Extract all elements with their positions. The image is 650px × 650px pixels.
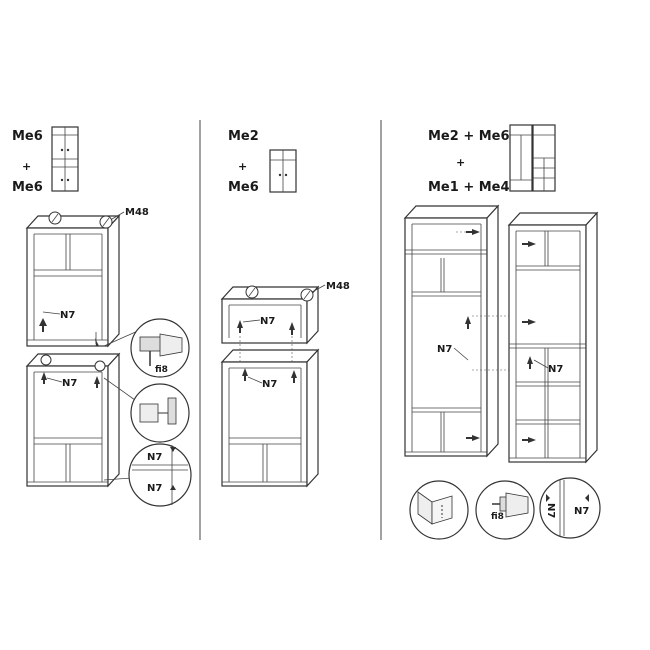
- left-n7-upper-label: N7: [60, 310, 75, 321]
- left-label-bottom: Me6: [12, 180, 43, 195]
- middle-n7-upper-label: N7: [260, 316, 275, 327]
- right-n7-detail: N7 N7: [539, 477, 601, 539]
- right-thumbnail: [509, 124, 556, 192]
- middle-label-bottom: Me6: [228, 180, 259, 195]
- middle-main-cabinet: [220, 348, 320, 488]
- right-tall-cabinet-right: [507, 211, 599, 464]
- middle-thumbnail: [269, 149, 297, 193]
- panel-left: Me6 + Me6: [12, 126, 192, 507]
- middle-m48-label: M48: [326, 281, 350, 292]
- panel-right: Me2 + Me6 + Me1 + Me4: [403, 124, 601, 540]
- left-lower-hole-2: [94, 360, 106, 372]
- right-detail-n7: N7: [574, 506, 589, 517]
- left-drill-bit-label: fi8: [155, 365, 168, 375]
- left-n7-detail: N7 N7: [128, 443, 192, 507]
- left-m48-label: M48: [125, 207, 149, 218]
- middle-n7-lower-label: N7: [262, 379, 277, 390]
- left-n7-lower-label: N7: [62, 378, 77, 389]
- right-drill-detail: fi8: [475, 480, 535, 540]
- left-lower-hole-1: [40, 354, 52, 366]
- right-panel-edge-detail: [409, 480, 469, 540]
- middle-label-top: Me2: [228, 129, 259, 144]
- left-upper-cabinet: [25, 214, 121, 348]
- left-drill-detail: fi8: [130, 318, 190, 378]
- left-detail-n7-a: N7: [147, 452, 162, 463]
- right-drill-bit-label: fi8: [491, 512, 504, 522]
- left-detail-n7-b: N7: [147, 483, 162, 494]
- panel-middle: Me2 + Me6 M48 N7: [220, 129, 350, 488]
- middle-top-box: [220, 285, 320, 345]
- right-detail-n7-mirror: N7: [545, 503, 556, 518]
- left-lower-cabinet: [25, 352, 121, 488]
- left-label-top: Me6: [12, 129, 43, 144]
- right-plus: +: [456, 156, 465, 169]
- middle-plus: +: [238, 160, 247, 173]
- left-thumbnail: [51, 126, 79, 192]
- left-dowel-detail: [130, 383, 190, 443]
- right-label-bottom: Me1 + Me4: [428, 180, 510, 195]
- left-plus: +: [22, 160, 31, 173]
- right-n7-right-label: N7: [548, 364, 563, 375]
- right-label-top: Me2 + Me6: [428, 129, 510, 144]
- right-tall-cabinet-left: [403, 204, 500, 458]
- right-n7-left-label: N7: [437, 344, 452, 355]
